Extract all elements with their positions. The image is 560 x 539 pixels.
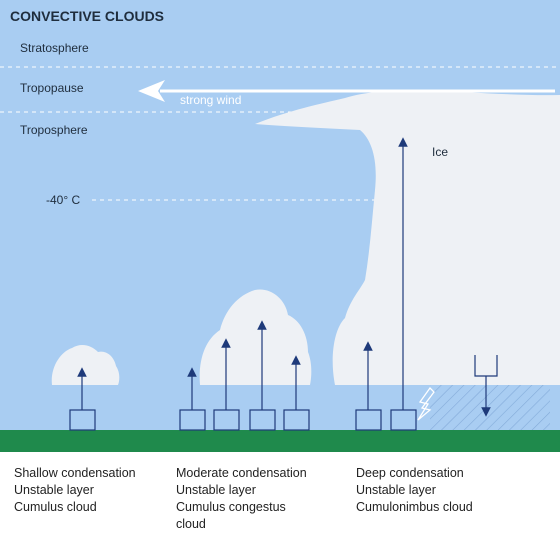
caption-shallow: Shallow condensation Unstable layer Cumu…: [14, 465, 136, 516]
stratosphere-label: Stratosphere: [20, 41, 89, 55]
wind-label: strong wind: [180, 93, 241, 107]
caption-deep: Deep condensation Unstable layer Cumulon…: [356, 465, 473, 516]
caption-moderate: Moderate condensation Unstable layer Cum…: [176, 465, 307, 533]
temperature-label: -40° C: [46, 193, 80, 207]
caption-line: Moderate condensation: [176, 466, 307, 480]
wind-arrow-head: [138, 80, 165, 102]
diagram-title: CONVECTIVE CLOUDS: [10, 8, 164, 24]
cumulonimbus-cloud: [255, 90, 560, 385]
lightning-icon: [417, 386, 435, 421]
cumulus-cloud: [51, 345, 120, 385]
caption-line: Unstable layer: [176, 483, 256, 497]
caption-line: Cumulus cloud: [14, 500, 97, 514]
troposphere-label: Troposphere: [20, 123, 88, 137]
caption-line: Unstable layer: [356, 483, 436, 497]
caption-line: Deep condensation: [356, 466, 464, 480]
convective-clouds-illustration: CONVECTIVE CLOUDS Stratosphere Tropopaus…: [0, 0, 560, 452]
rain-area: [430, 385, 550, 430]
caption-line: cloud: [176, 517, 206, 531]
cumulus-congestus-cloud: [199, 289, 312, 385]
caption-line: Shallow condensation: [14, 466, 136, 480]
tropopause-label: Tropopause: [20, 81, 84, 95]
caption-line: Cumulonimbus cloud: [356, 500, 473, 514]
ground: [0, 430, 560, 452]
caption-line: Unstable layer: [14, 483, 94, 497]
ice-label: Ice: [432, 145, 448, 159]
caption-line: Cumulus congestus: [176, 500, 286, 514]
